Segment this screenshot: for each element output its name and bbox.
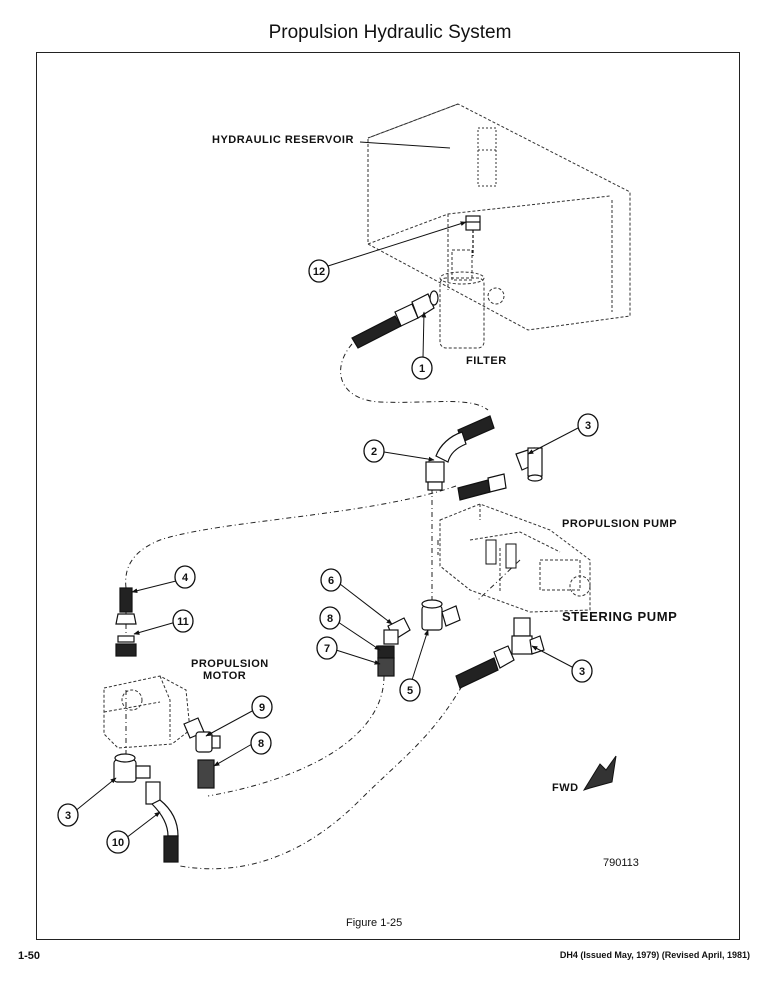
- callout-1: 1: [419, 363, 425, 375]
- hydraulic-reservoir: [367, 103, 631, 331]
- elbow-3-lower: [113, 753, 151, 783]
- callout-3-right: 3: [579, 666, 585, 678]
- callout-circles: [57, 259, 599, 854]
- callout-8-upper: 8: [327, 613, 333, 625]
- callout-10: 10: [112, 837, 124, 849]
- steering-hose: [455, 645, 515, 689]
- callout-9: 9: [259, 702, 265, 714]
- label-hydraulic-reservoir: HYDRAULIC RESERVOIR: [212, 134, 354, 146]
- callout-5: 5: [407, 685, 413, 697]
- filter: [439, 249, 505, 349]
- label-propulsion-motor-2: MOTOR: [203, 670, 246, 682]
- fittings-7-8: [377, 645, 395, 677]
- figure-frame: [36, 52, 740, 940]
- callout-6: 6: [328, 575, 334, 587]
- propulsion-pump: [439, 503, 591, 613]
- elbow-3-top: [515, 447, 543, 482]
- callout-7: 7: [324, 643, 330, 655]
- label-propulsion-motor-1: PROPULSION: [191, 658, 269, 670]
- page-number: 1-50: [18, 950, 41, 962]
- hose-4: [119, 587, 133, 613]
- callout-2: 2: [371, 446, 377, 458]
- drawing-number: 790113: [603, 857, 639, 869]
- fitting-8-lower: [197, 759, 215, 789]
- propulsion-motor: [103, 675, 191, 749]
- pump-hose-end: [457, 473, 507, 501]
- figure-caption: Figure 1-25: [346, 917, 402, 929]
- callout-3-top: 3: [585, 420, 591, 432]
- callout-11: 11: [177, 616, 189, 628]
- fitting-6: [383, 617, 411, 645]
- fitting-5: [421, 599, 461, 631]
- hose-lines: [125, 343, 521, 870]
- document-info: DH4 (Issued May, 1979) (Revised April, 1…: [559, 950, 750, 960]
- pump-ports: [485, 539, 517, 569]
- callout-numbers: 12 1 2 3 6 8 7 5 3 4 11 9 8 3 10: [65, 266, 591, 849]
- fitting-11: [115, 613, 137, 657]
- label-fwd: FWD: [552, 782, 579, 794]
- page-title: Propulsion Hydraulic System: [268, 22, 512, 43]
- hose-10: [145, 781, 179, 863]
- hose-end-1: [351, 290, 439, 349]
- label-filter: FILTER: [466, 355, 507, 367]
- callout-12: 12: [313, 266, 325, 278]
- fitting-9: [183, 717, 221, 753]
- label-propulsion-pump: PROPULSION PUMP: [562, 518, 677, 530]
- callout-3-lower: 3: [65, 810, 71, 822]
- hose-2: [425, 415, 495, 491]
- breather-fitting: [477, 127, 497, 187]
- callout-4: 4: [182, 572, 189, 584]
- elbow-3-right: [511, 617, 545, 655]
- callout-8-lower: 8: [258, 738, 264, 750]
- fwd-arrow-icon: [582, 755, 617, 791]
- leader-lines: [73, 141, 579, 839]
- label-steering-pump: STEERING PUMP: [562, 609, 677, 624]
